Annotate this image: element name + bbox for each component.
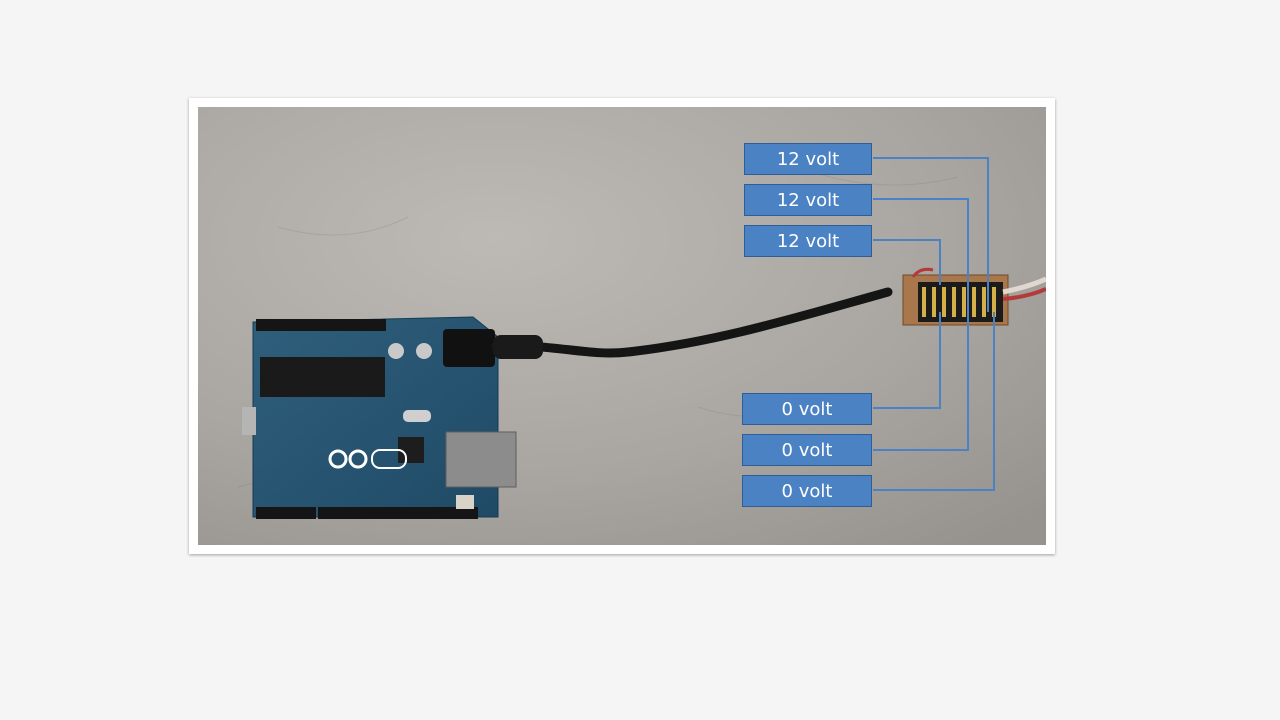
voltage-label-bottom-1: 0 volt bbox=[742, 393, 872, 425]
voltage-label-top-3: 12 volt bbox=[744, 225, 872, 257]
photo-frame bbox=[189, 98, 1055, 554]
arduino-photo bbox=[198, 107, 1046, 545]
voltage-label-top-1: 12 volt bbox=[744, 143, 872, 175]
voltage-label-top-2: 12 volt bbox=[744, 184, 872, 216]
voltage-label-bottom-3: 0 volt bbox=[742, 475, 872, 507]
arduino-board bbox=[242, 316, 517, 519]
voltage-label-bottom-2: 0 volt bbox=[742, 434, 872, 466]
